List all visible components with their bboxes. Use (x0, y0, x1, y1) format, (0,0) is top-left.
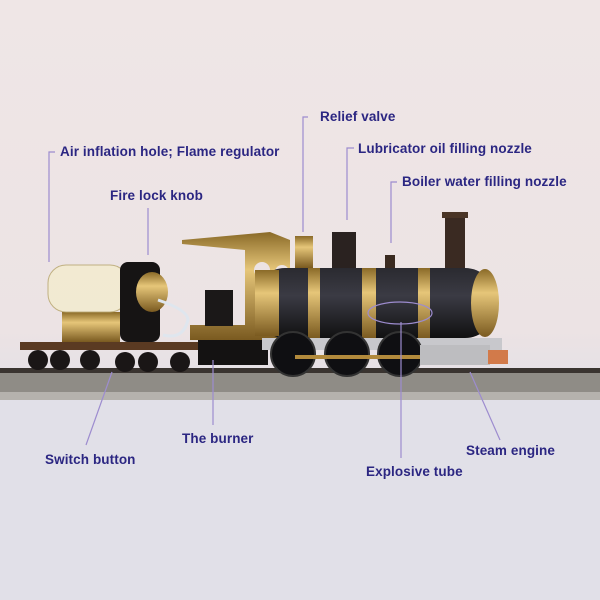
gas-tank (47, 264, 129, 313)
lubricator (332, 232, 356, 272)
leader-lines (48, 116, 501, 458)
chimney (445, 215, 465, 275)
burner (205, 290, 233, 326)
label-air-inflation-hole: Air inflation hole; Flame regulator (60, 144, 280, 159)
label-relief-valve: Relief valve (320, 109, 396, 124)
label-lubricator-nozzle: Lubricator oil filling nozzle (358, 141, 532, 156)
explosive-tube-highlight (367, 301, 433, 325)
label-fire-lock-knob: Fire lock knob (110, 188, 203, 203)
label-explosive-tube: Explosive tube (366, 464, 463, 479)
label-switch-button: Switch button (45, 452, 136, 467)
label-steam-engine: Steam engine (466, 443, 555, 458)
locomotive (182, 212, 508, 377)
label-burner: The burner (182, 431, 254, 446)
gas-tank-car (20, 262, 200, 372)
relief-valve (295, 236, 313, 268)
label-boiler-water-nozzle: Boiler water filling nozzle (402, 174, 567, 189)
